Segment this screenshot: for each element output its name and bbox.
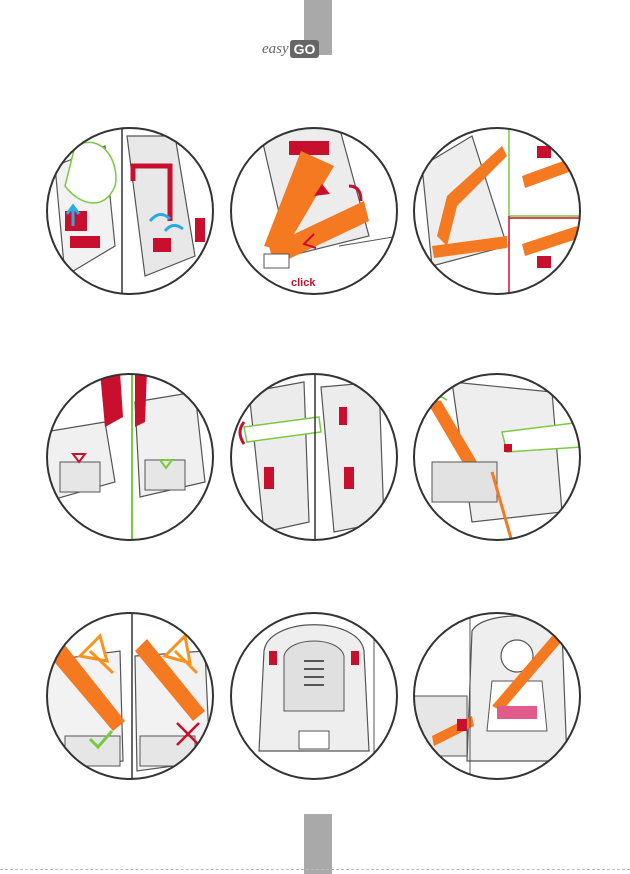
- illustration-step-4: [45, 372, 215, 542]
- page-tab-bottom: [304, 814, 332, 874]
- illustration-step-6: [412, 372, 582, 542]
- trim-line: [0, 869, 630, 870]
- brand-prefix: easy: [262, 41, 289, 58]
- illustration-step-2: click: [229, 126, 399, 296]
- brand-name: GO: [290, 40, 320, 58]
- illustration-step-7: [45, 611, 215, 781]
- click-label: click: [291, 277, 316, 289]
- illustration-step-8: [229, 611, 399, 781]
- illustration-step-3: [412, 126, 582, 296]
- illustration-step-5: [229, 372, 399, 542]
- brand-logo: easy GO: [262, 38, 319, 60]
- illustration-step-9: [412, 611, 582, 781]
- illustration-step-1: [45, 126, 215, 296]
